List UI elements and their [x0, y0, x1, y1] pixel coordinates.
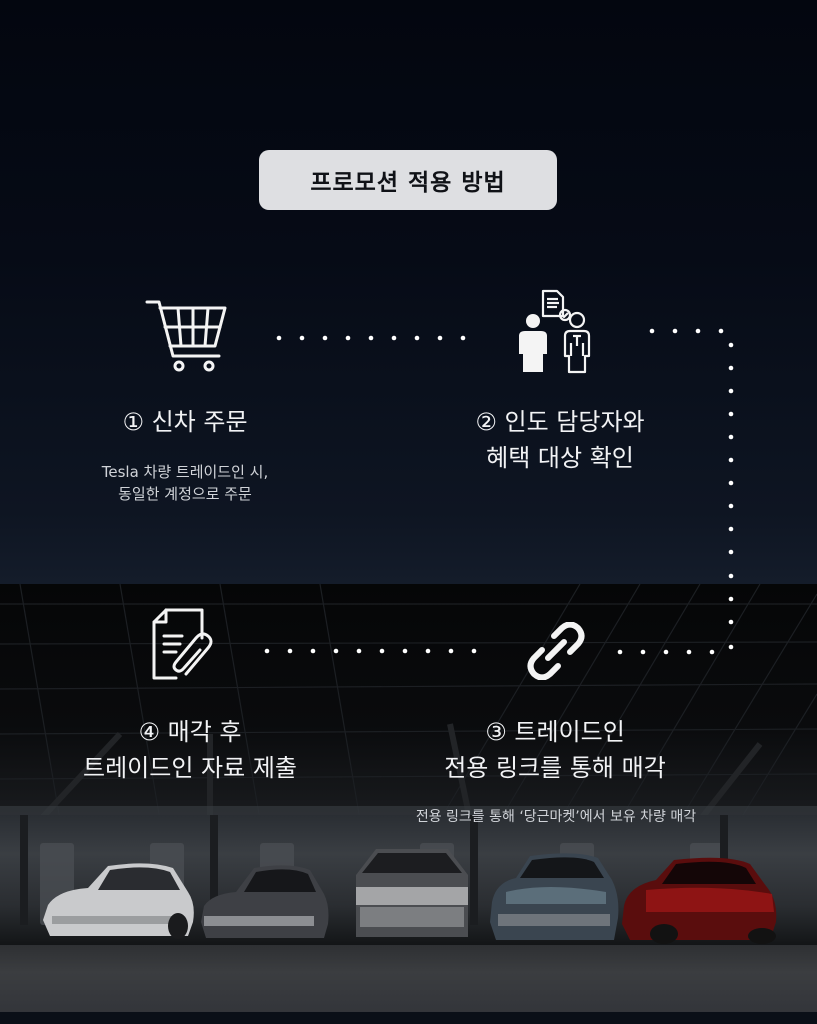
solar-canopy-background	[0, 584, 817, 820]
step-1-description-line2: 동일한 계정으로 주문	[118, 485, 252, 503]
step-connector-dots	[264, 328, 734, 655]
step-1-title: ① 신차 주문	[60, 404, 310, 440]
section-title: 프로모션 적용 방법	[310, 170, 506, 196]
step-4-title-line2: 트레이드인 자료 제출	[83, 754, 297, 782]
bottom-bar	[0, 1012, 817, 1024]
step-1-number: ①	[122, 408, 144, 436]
step-3-title-line1: 트레이드인	[514, 718, 625, 746]
step-4-number: ④	[138, 718, 160, 746]
step-2-title-line2: 혜택 대상 확인	[486, 444, 634, 472]
white-sedan-car	[43, 863, 194, 939]
link-icon	[527, 622, 585, 680]
document-paperclip-icon	[152, 608, 213, 680]
people-document-check-icon	[519, 289, 591, 374]
step-4-title: ④ 매각 후 트레이드인 자료 제출	[40, 714, 340, 786]
section-title-badge: 프로모션 적용 방법	[259, 150, 557, 210]
parking-ground	[0, 945, 817, 1013]
step-2-title-line1: 인도 담당자와	[504, 408, 645, 436]
step-3-description: 전용 링크를 통해 ‘당근마켓’에서 보유 차량 매각	[415, 809, 697, 825]
step-3-title: ③ 트레이드인 전용 링크를 통해 매각	[400, 714, 710, 786]
silver-sedan-car	[201, 865, 329, 938]
step-4-title-line1: 매각 후	[167, 718, 242, 746]
step-1-title-text: 신차 주문	[151, 408, 248, 436]
red-suv-car	[622, 857, 777, 944]
shopping-cart-icon	[145, 300, 227, 372]
cybertruck-car	[356, 849, 468, 937]
step-1-description-line1: Tesla 차량 트레이드인 시,	[101, 463, 269, 481]
step-3-title-line2: 전용 링크를 통해 매각	[444, 754, 666, 782]
step-3-number: ③	[485, 718, 507, 746]
step-2-number: ②	[475, 408, 497, 436]
blue-suv-car	[490, 853, 619, 940]
step-1-description: Tesla 차량 트레이드인 시, 동일한 계정으로 주문	[60, 461, 310, 505]
step-2-title: ② 인도 담당자와 혜택 대상 확인	[420, 404, 700, 476]
